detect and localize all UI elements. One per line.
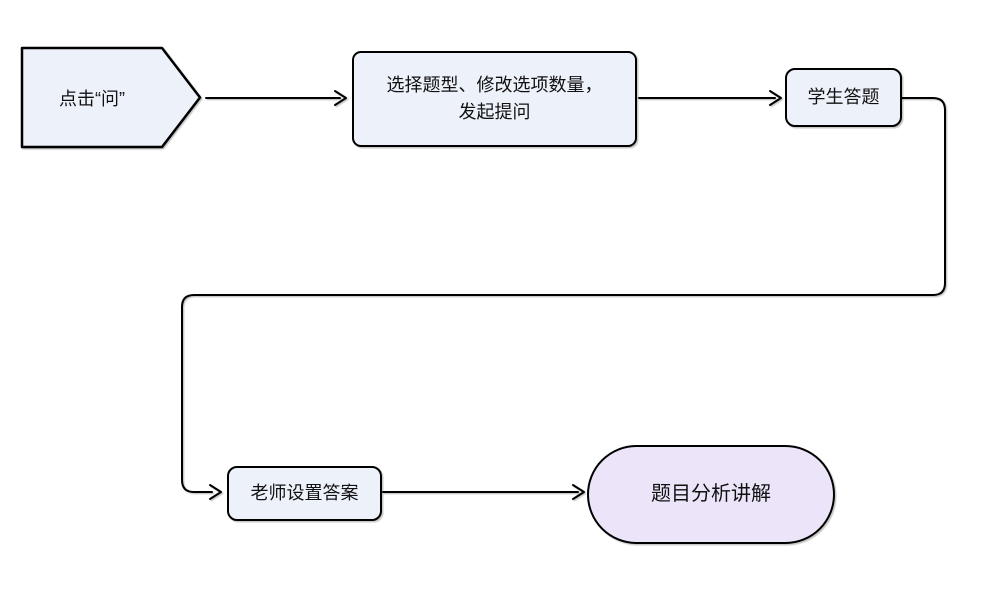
start-node-pentagon: [20, 46, 202, 149]
arrowhead-icon: [209, 484, 222, 500]
edge-start-to-setup: [205, 90, 347, 106]
edge-setup-to-student: [638, 90, 782, 106]
arrowhead-icon: [334, 90, 347, 106]
node-teacher-label: 老师设置答案: [250, 483, 359, 503]
node-teacher: 老师设置答案: [227, 466, 382, 521]
node-setup-label-line2: 发起提问: [458, 102, 531, 122]
node-student: 学生答题: [785, 68, 902, 127]
arrowhead-icon: [769, 90, 782, 106]
arrowhead-icon: [572, 484, 585, 500]
node-setup-label-line1: 选择题型、修改选项数量，: [386, 75, 603, 95]
edge-student-to-teacher: [181, 97, 946, 500]
node-student-label: 学生答题: [807, 87, 880, 107]
node-explain-label: 题目分析讲解: [651, 483, 771, 505]
node-explain: 题目分析讲解: [587, 445, 835, 544]
edge-teacher-to-explain: [382, 484, 585, 500]
node-setup: 选择题型、修改选项数量， 发起提问: [352, 51, 637, 147]
